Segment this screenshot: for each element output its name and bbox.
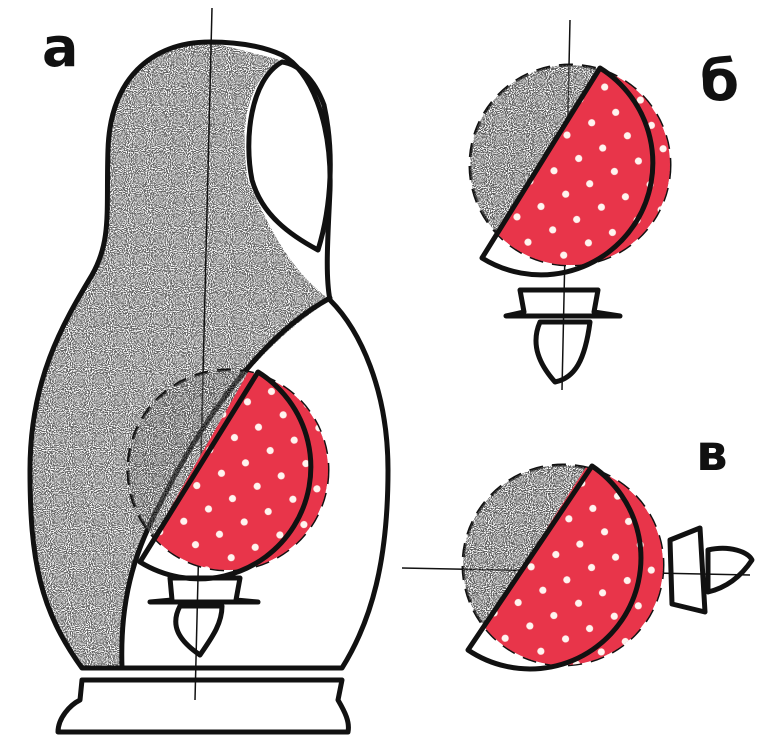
flower-cup-a (150, 578, 258, 602)
figure-b (465, 20, 690, 390)
label-a: а (42, 16, 78, 79)
flower-leaf-v (708, 548, 752, 592)
flower-cup-v (670, 528, 705, 612)
base (58, 680, 348, 732)
figure-v (402, 458, 752, 680)
figure-a (30, 8, 388, 732)
flower-leaf-a (176, 606, 222, 655)
label-v: в (696, 424, 728, 482)
label-b: б (700, 49, 739, 114)
